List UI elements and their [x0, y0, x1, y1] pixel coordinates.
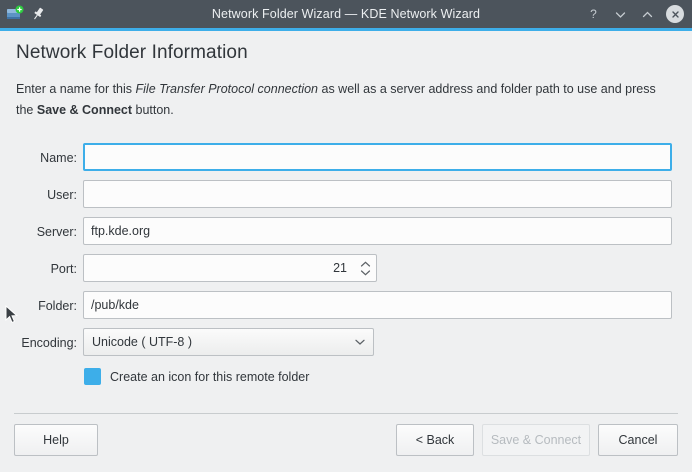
cancel-button[interactable]: Cancel: [598, 424, 678, 456]
description-text-2: as well as a server address and folder p…: [16, 82, 656, 117]
form-row-user: User:: [0, 180, 692, 217]
form-row-server: Server: ftp.kde.org: [0, 217, 692, 254]
save-and-connect-button: Save & Connect: [482, 424, 590, 456]
svg-text:?: ?: [590, 7, 597, 21]
accent-line: [0, 28, 692, 31]
form-row-name: Name:: [0, 143, 692, 180]
user-input[interactable]: [83, 180, 672, 208]
create-icon-label: Create an icon for this remote folder: [110, 370, 310, 384]
footer-separator: [14, 413, 678, 414]
pin-icon[interactable]: [30, 6, 46, 22]
help-question-icon[interactable]: ?: [585, 6, 601, 22]
port-label: Port:: [50, 262, 77, 276]
encoding-selected-value: Unicode ( UTF-8 ): [92, 335, 193, 349]
user-label: User:: [47, 188, 77, 202]
form-row-folder: Folder: /pub/kde: [0, 291, 692, 328]
name-input[interactable]: [83, 143, 672, 171]
form-row-port: Port: 21: [0, 254, 692, 291]
chevron-down-icon[interactable]: [612, 6, 628, 22]
folder-label: Folder:: [38, 299, 77, 313]
back-button[interactable]: < Back: [396, 424, 474, 456]
window-title: Network Folder Wizard — KDE Network Wiza…: [211, 7, 481, 21]
server-input[interactable]: ftp.kde.org: [83, 217, 672, 245]
description-text-3: button.: [132, 103, 174, 117]
title-bar: Network Folder Wizard — KDE Network Wiza…: [0, 0, 692, 28]
port-stepper-icon[interactable]: [354, 255, 376, 281]
help-button[interactable]: Help: [14, 424, 98, 456]
port-spinbox[interactable]: 21: [83, 254, 377, 282]
dialog-button-bar: Help < Back Save & Connect Cancel: [0, 424, 692, 472]
server-input-value: ftp.kde.org: [91, 224, 151, 238]
form-row-encoding: Encoding: Unicode ( UTF-8 ): [0, 328, 692, 365]
folder-input-value: /pub/kde: [91, 298, 139, 312]
folder-input[interactable]: /pub/kde: [83, 291, 672, 319]
network-folder-form: Name: User: Server: ftp.kde.org: [0, 143, 692, 395]
create-icon-checkbox[interactable]: [84, 368, 101, 385]
port-input-value: 21: [333, 261, 347, 275]
description-protocol-name: File Transfer Protocol connection: [135, 82, 319, 96]
dialog-content: Network Folder Information Enter a name …: [0, 31, 692, 472]
server-label: Server:: [36, 225, 77, 239]
network-folder-add-icon: [6, 5, 24, 23]
close-icon[interactable]: [666, 5, 684, 23]
description-text-1: Enter a name for this: [16, 82, 136, 96]
chevron-down-icon[interactable]: [347, 338, 373, 346]
page-title: Network Folder Information: [16, 42, 248, 63]
page-description: Enter a name for this File Transfer Prot…: [16, 79, 676, 121]
encoding-select[interactable]: Unicode ( UTF-8 ): [83, 328, 374, 356]
encoding-label: Encoding:: [21, 336, 77, 350]
form-row-create-icon: Create an icon for this remote folder: [0, 365, 692, 395]
window-controls: ?: [572, 5, 692, 23]
description-button-name: Save & Connect: [36, 103, 133, 117]
name-label: Name:: [40, 151, 77, 165]
mouse-cursor: [5, 304, 19, 325]
chevron-up-icon[interactable]: [639, 6, 655, 22]
title-bar-left-icons: [0, 5, 120, 23]
